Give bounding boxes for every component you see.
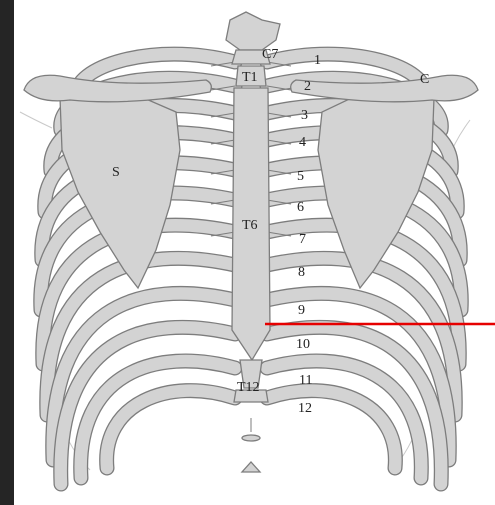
- rib-label-4: 4: [299, 135, 306, 150]
- label-t1: T1: [242, 70, 258, 85]
- rib-right-12: [267, 391, 395, 468]
- rib-label-1: 1: [314, 53, 321, 68]
- rib-label-8: 8: [298, 265, 305, 280]
- rib-label-7: 7: [299, 232, 306, 247]
- rib-label-3: 3: [301, 108, 308, 123]
- left-dark-border: [0, 0, 14, 505]
- rib-label-11: 11: [299, 373, 312, 388]
- rib-right-12-fill: [267, 391, 395, 468]
- rib-label-5: 5: [297, 169, 304, 184]
- label-t6: T6: [242, 218, 258, 233]
- label-clavicle: C: [420, 72, 429, 87]
- rib-left-12-fill: [107, 391, 235, 468]
- rib-label-12: 12: [298, 401, 312, 416]
- label-scapula: S: [112, 165, 120, 180]
- rib-label-10: 10: [296, 337, 310, 352]
- diagram-canvas: C7 T1 T6 T12 S C 1 2 3 4 5 6 7 8 9 10 11…: [14, 0, 495, 505]
- label-c7: C7: [262, 47, 278, 62]
- rib-label-9: 9: [298, 303, 305, 318]
- thorax-diagram: C7 T1 T6 T12 S C 1 2 3 4 5 6 7 8 9 10 11…: [14, 0, 495, 505]
- rib-label-6: 6: [297, 200, 304, 215]
- rib-label-2: 2: [304, 79, 311, 94]
- label-t12: T12: [237, 380, 260, 395]
- rib-left-12: [107, 391, 235, 468]
